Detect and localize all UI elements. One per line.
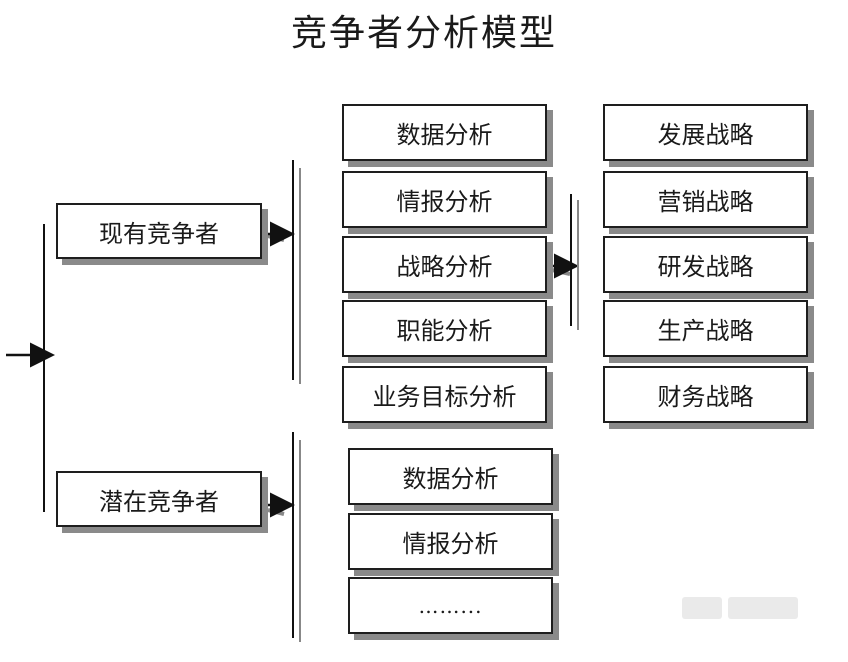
strategy-box-production: 生产战略 <box>603 300 808 357</box>
watermark <box>682 590 812 626</box>
analysis-label: 情报分析 <box>396 188 493 216</box>
analysis-box-intel: 情报分析 <box>342 171 547 228</box>
existing-competitor-box: 现有竞争者 <box>56 203 262 259</box>
analysis-box-business-goal: 业务目标分析 <box>342 366 547 423</box>
strategy-label: 生产战略 <box>657 317 754 345</box>
potential-competitor-box: 潜在竞争者 <box>56 471 262 527</box>
potential-analysis-label: ……... <box>418 593 483 618</box>
strategy-box-rnd: 研发战略 <box>603 236 808 293</box>
analysis-label: 职能分析 <box>396 317 493 345</box>
strategy-box-finance: 财务战略 <box>603 366 808 423</box>
page-title: 竞争者分析模型 <box>290 13 557 54</box>
existing-competitor-label: 现有竞争者 <box>99 219 219 248</box>
potential-analysis-box-more: ……... <box>348 577 553 634</box>
strategy-label: 营销战略 <box>657 188 754 216</box>
strategy-box-development: 发展战略 <box>603 104 808 161</box>
strategy-label: 财务战略 <box>657 383 754 411</box>
potential-analysis-box-data: 数据分析 <box>348 448 553 505</box>
potential-analysis-box-intel: 情报分析 <box>348 513 553 570</box>
strategy-label: 研发战略 <box>657 253 754 281</box>
strategy-box-marketing: 营销战略 <box>603 171 808 228</box>
analysis-label: 数据分析 <box>396 121 493 149</box>
potential-analysis-label: 情报分析 <box>402 530 499 558</box>
strategy-label: 发展战略 <box>657 121 754 149</box>
analysis-box-strategy: 战略分析 <box>342 236 547 293</box>
analysis-label: 战略分析 <box>396 253 493 281</box>
potential-analysis-label: 数据分析 <box>402 465 499 493</box>
analysis-label: 业务目标分析 <box>372 383 517 411</box>
analysis-box-data: 数据分析 <box>342 104 547 161</box>
analysis-box-function: 职能分析 <box>342 300 547 357</box>
potential-competitor-label: 潜在竞争者 <box>99 487 219 516</box>
